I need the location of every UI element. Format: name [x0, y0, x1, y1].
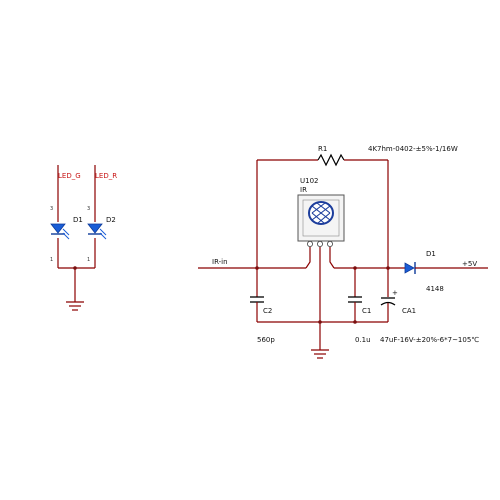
u102-ir-label: IR	[300, 186, 307, 194]
led-d2-symbol	[87, 223, 107, 240]
ca1-value-label: 47uF-16V-±20%-6*7~105℃	[380, 336, 479, 344]
ground-junction-c1	[353, 320, 357, 324]
d2-pin-1: 1	[87, 257, 90, 263]
ca1-capacitor-symbol	[380, 297, 396, 306]
ir-ground-symbol	[311, 349, 329, 359]
c2-value-label: 560p	[257, 336, 275, 344]
d1-ref-label: D1	[73, 216, 83, 224]
r1-value-label: 4K7hm-0402-±5%-1/16W	[368, 145, 458, 153]
d2-ref-label: D2	[106, 216, 116, 224]
led-ground-symbol	[66, 301, 84, 311]
r1-ref-label: R1	[318, 145, 327, 153]
u102-vcc-lead	[329, 247, 335, 269]
diode-4148-symbol	[404, 262, 416, 274]
plus5v-label: +5V	[462, 260, 477, 268]
led-d1-symbol	[50, 223, 70, 240]
c1-value-label: 0.1u	[355, 336, 371, 344]
d1-diode-ref-label: D1	[426, 250, 436, 258]
led-section: LED_G LED_R 3 3 1 1 D1 D2	[50, 165, 117, 311]
led-g-net-label: LED_G	[58, 172, 81, 180]
u102-ref-label: U102	[300, 177, 318, 185]
led-r-net-label: LED_R	[95, 172, 117, 180]
ir-receiver-symbol	[297, 194, 345, 247]
led-junction	[73, 266, 77, 270]
d1-diode-value-label: 4148	[426, 285, 444, 293]
d1-pin-1: 1	[50, 257, 53, 263]
ca1-ref-label: CA1	[402, 307, 416, 315]
ground-junction-u102	[318, 320, 322, 324]
c2-capacitor-symbol	[250, 296, 264, 303]
d1-pin-3: 3	[50, 206, 53, 212]
r1-resistor-symbol	[317, 153, 345, 167]
c2-ref-label: C2	[263, 307, 272, 315]
ir-section: R1 4K7hm-0402-±5%-1/16W IR-in U102 IR	[198, 145, 488, 359]
d2-pin-3: 3	[87, 206, 90, 212]
u102-out-lead	[305, 247, 311, 269]
c1-capacitor-symbol	[348, 296, 362, 303]
c1-ref-label: C1	[362, 307, 371, 315]
ir-in-label: IR-in	[212, 258, 228, 266]
ca1-plus-sign: +	[392, 289, 398, 297]
